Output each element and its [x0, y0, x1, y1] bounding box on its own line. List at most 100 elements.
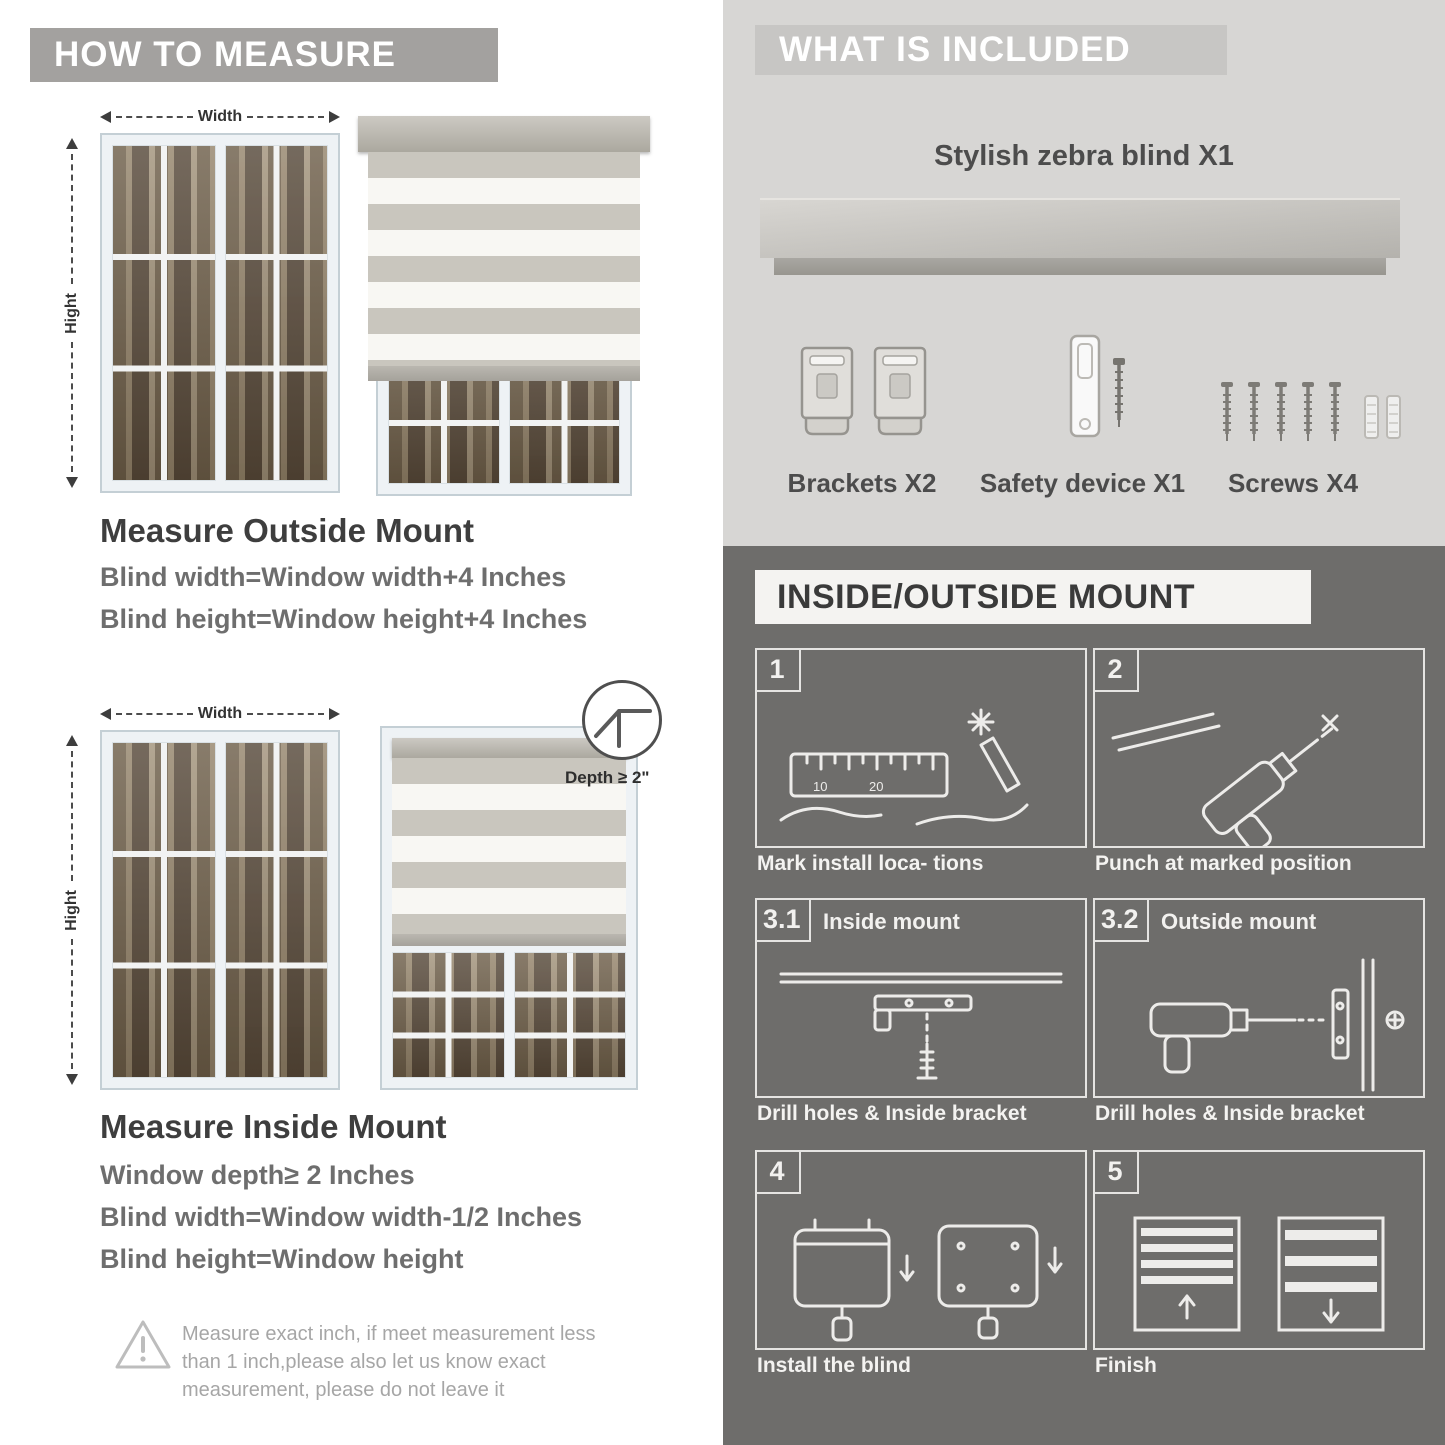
screws-icon — [1221, 382, 1401, 441]
step-caption-1: Mark install loca- tions — [757, 852, 984, 875]
height-label: Hight — [63, 292, 80, 334]
arrow-up-icon — [66, 138, 78, 149]
mark-locations-illustration: 10 20 — [779, 708, 1029, 826]
step-number: 3.2 — [1093, 898, 1149, 942]
inside-mount-title: Measure Inside Mount — [100, 1108, 447, 1145]
outside-height-arrow: Hight — [62, 138, 82, 488]
step-number-text: 2 — [1107, 653, 1123, 684]
ruler-mark: 20 — [869, 779, 883, 794]
arrow-down-icon — [66, 1074, 78, 1085]
window-pane — [513, 952, 626, 1078]
step-number-text: 5 — [1107, 1155, 1123, 1186]
width-label: Width — [197, 108, 243, 125]
product-label: Stylish zebra blind X1 — [934, 140, 1234, 172]
inside-mount-line1: Window depth≥ 2 Inches — [100, 1160, 415, 1190]
window-with-inside-blind — [380, 726, 638, 1090]
arrow-right-icon — [329, 111, 340, 123]
window-pane — [112, 145, 216, 481]
window-pane — [112, 742, 216, 1078]
blind-headrail-lip — [774, 258, 1386, 275]
inside-mount-line3: Blind height=Window height — [100, 1244, 464, 1274]
step-number: 3.1 — [755, 898, 811, 942]
window-pane — [224, 145, 328, 481]
finish-illustration — [1133, 1216, 1385, 1332]
outside-bracket-illustration — [1149, 958, 1405, 1092]
inside-blind-bottom-rail — [392, 934, 626, 946]
inside-mount-line2: Blind width=Window width-1/2 Inches — [100, 1202, 583, 1232]
brackets-label: Brackets X2 — [787, 468, 937, 498]
step-panel-5: 5 — [1093, 1150, 1425, 1350]
step-number-text: 3.2 — [1101, 903, 1139, 934]
window-sash — [112, 742, 328, 1078]
blind-headrail-product — [760, 198, 1400, 258]
dashed-line — [116, 116, 193, 118]
dashed-line — [247, 713, 324, 715]
depth-callout-circle — [582, 680, 662, 760]
outside-mount-line1: Blind width=Window width+4 Inches — [100, 562, 567, 592]
window-lower-panes — [392, 952, 626, 1078]
outside-mount-title: Measure Outside Mount — [100, 512, 475, 549]
blind-bottom-rail — [368, 366, 640, 381]
mount-panel — [723, 546, 1445, 1445]
arrow-left-icon — [100, 111, 111, 123]
depth-label: Depth ≥ 2" — [565, 768, 650, 787]
outside-mount-line2: Blind height=Window height+4 Inches — [100, 604, 588, 634]
step-caption-4: Install the blind — [757, 1354, 912, 1377]
what-is-included-title: WHAT IS INCLUDED — [779, 30, 1131, 69]
inside-blind-fabric — [392, 758, 626, 934]
dashed-line — [116, 713, 193, 715]
dashed-line — [71, 751, 73, 881]
width-label: Width — [197, 705, 243, 722]
step-caption-3-1: Drill holes & Inside bracket — [757, 1102, 1027, 1125]
warning-triangle-icon — [115, 1320, 171, 1369]
step-caption-2: Punch at marked position — [1095, 852, 1352, 875]
safety-device-label: Safety device X1 — [979, 468, 1186, 498]
window-pane — [392, 952, 505, 1078]
arrow-down-icon — [66, 477, 78, 488]
step-number: 2 — [1093, 648, 1139, 692]
outside-width-arrow: Width — [100, 108, 340, 126]
dashed-line — [71, 342, 73, 472]
step-panel-3-1: 3.1 Inside mount — [755, 898, 1087, 1098]
inside-outside-mount-title: INSIDE/OUTSIDE MOUNT — [777, 577, 1196, 616]
install-blind-illustration — [793, 1218, 1063, 1342]
frame-corner-icon — [594, 709, 652, 748]
window-pane — [224, 742, 328, 1078]
inside-height-arrow: Hight — [62, 735, 82, 1085]
bracket-icon — [873, 346, 927, 436]
window-sash — [112, 145, 328, 481]
what-is-included-banner: WHAT IS INCLUDED — [755, 25, 1227, 75]
step-number: 4 — [755, 1150, 801, 1194]
inside-bracket-illustration — [779, 972, 1063, 1080]
step-number-text: 1 — [769, 653, 785, 684]
blind-fabric — [368, 152, 640, 366]
window-illustration-outside — [100, 133, 340, 493]
safety-device-icon — [1069, 334, 1125, 438]
zebra-blind-outside-figure — [358, 116, 650, 496]
inside-width-arrow: Width — [100, 705, 340, 723]
step-number-text: 3.1 — [763, 903, 801, 934]
arrow-left-icon — [100, 708, 111, 720]
step-number: 1 — [755, 648, 801, 692]
arrow-right-icon — [329, 708, 340, 720]
step-caption-5: Finish — [1095, 1354, 1157, 1377]
drill-illustration — [1111, 712, 1339, 846]
measure-note: Measure exact inch, if meet measurement … — [182, 1323, 596, 1401]
dashed-line — [71, 939, 73, 1069]
blind-headrail — [358, 116, 650, 152]
step-panel-2: 2 — [1093, 648, 1425, 848]
window-illustration-inside — [100, 730, 340, 1090]
bracket-icon — [800, 346, 854, 436]
step-number-text: 4 — [769, 1155, 785, 1186]
inside-outside-mount-banner: INSIDE/OUTSIDE MOUNT — [755, 570, 1311, 624]
step-panel-1: 1 10 20 — [755, 648, 1087, 848]
how-to-measure-title: HOW TO MEASURE — [54, 35, 396, 74]
height-label: Hight — [63, 889, 80, 931]
arrow-up-icon — [66, 735, 78, 746]
step-number: 5 — [1093, 1150, 1139, 1194]
step-panel-4: 4 — [755, 1150, 1087, 1350]
how-to-measure-banner: HOW TO MEASURE — [30, 28, 498, 82]
step-mode-label: Inside mount — [823, 909, 960, 934]
step-mode-label: Outside mount — [1161, 909, 1317, 934]
